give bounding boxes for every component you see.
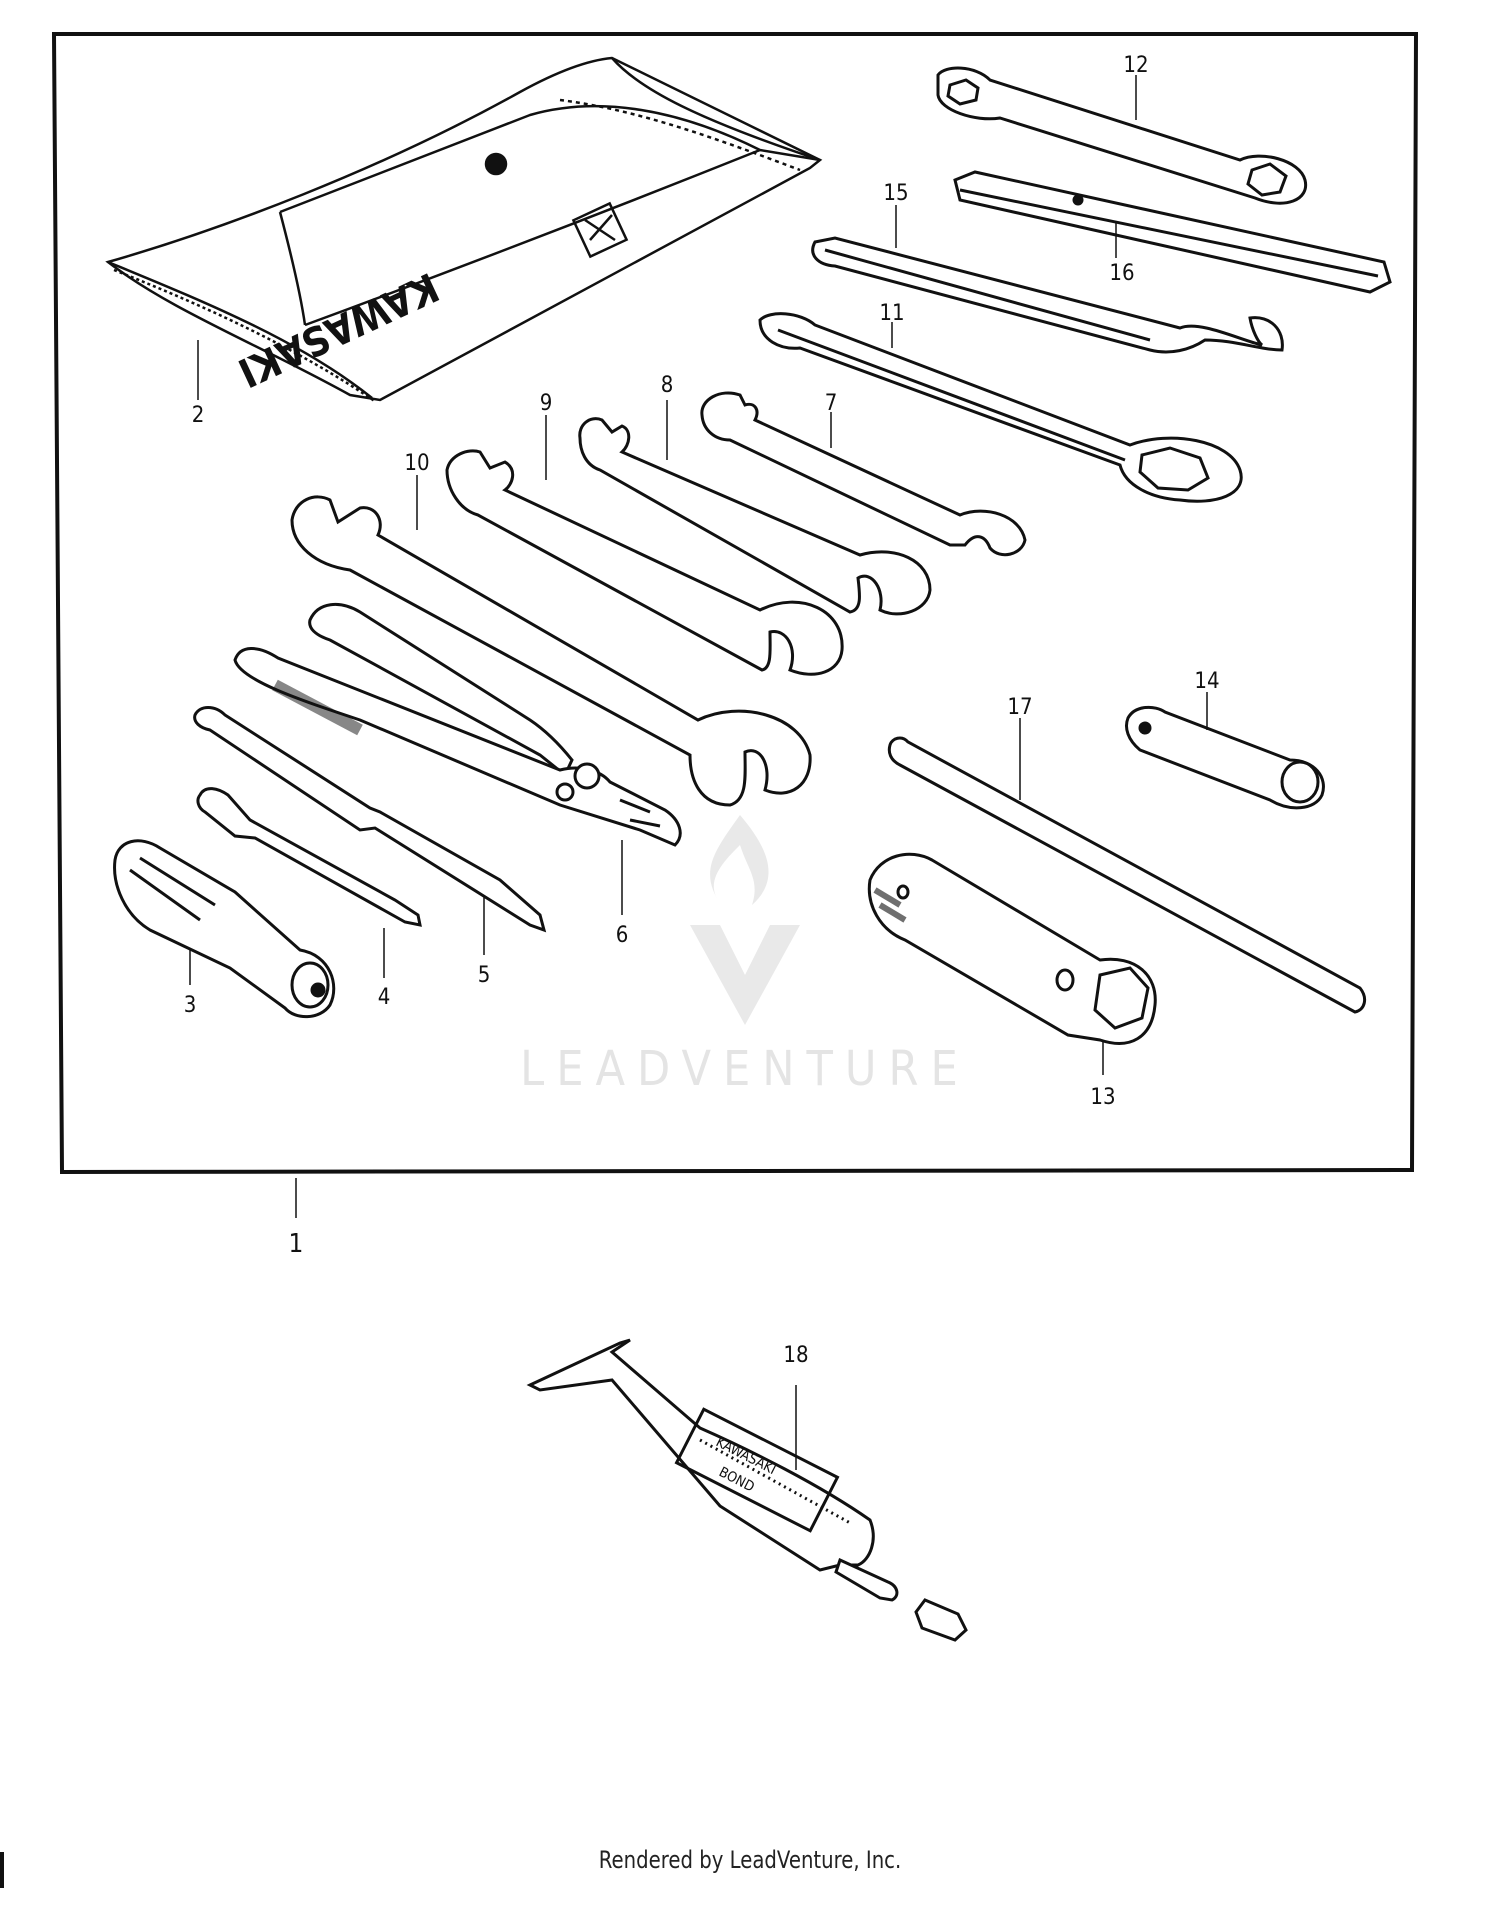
callout-1: 1	[289, 1229, 304, 1259]
leadventure-watermark: LEADVENTURE	[520, 815, 970, 1097]
callout-10: 10	[404, 451, 429, 476]
open-wrench-8	[578, 417, 932, 616]
hook-spanner-15	[811, 236, 1284, 354]
callout-13: 13	[1090, 1085, 1115, 1110]
callout-4: 4	[378, 985, 391, 1010]
callout-5: 5	[478, 963, 491, 988]
pliers-6	[233, 602, 682, 847]
box-spanner-14	[1125, 705, 1325, 810]
tommy-bar-17	[887, 736, 1367, 1014]
callout-3: 3	[184, 993, 197, 1018]
plug-wrench-13	[867, 852, 1157, 1045]
callout-14: 14	[1194, 669, 1219, 694]
callout-17: 17	[1007, 695, 1032, 720]
callout-18: 18	[783, 1343, 808, 1368]
callout-7: 7	[825, 391, 838, 416]
margin-mark	[0, 1852, 4, 1888]
box-wrench-12	[936, 66, 1308, 205]
open-wrench-9	[445, 449, 844, 676]
box-wrench-11	[758, 312, 1243, 503]
footer-text: Rendered by LeadVenture, Inc.	[598, 1846, 902, 1874]
callout-15: 15	[883, 181, 908, 206]
flat-bar-16	[953, 170, 1392, 294]
tool-kit-frame	[51, 32, 1419, 1175]
open-wrench-10	[290, 495, 812, 807]
bond-tube-18: KAWASAKI BOND	[526, 1338, 968, 1642]
watermark-text: LEADVENTURE	[520, 1041, 970, 1097]
screwdriver-blade-5	[193, 706, 547, 933]
callout-8: 8	[661, 373, 674, 398]
screwdriver-handle-3	[113, 839, 336, 1019]
callout-16: 16	[1109, 261, 1134, 286]
tool-pouch: KAWASAKI	[105, 56, 823, 404]
open-wrench-7	[700, 391, 1027, 557]
callout-9: 9	[540, 391, 553, 416]
callout-2: 2	[192, 403, 205, 428]
callout-11: 11	[879, 301, 904, 326]
callout-12: 12	[1123, 53, 1148, 78]
callout-6: 6	[616, 923, 629, 948]
phillips-blade-4	[196, 787, 422, 927]
